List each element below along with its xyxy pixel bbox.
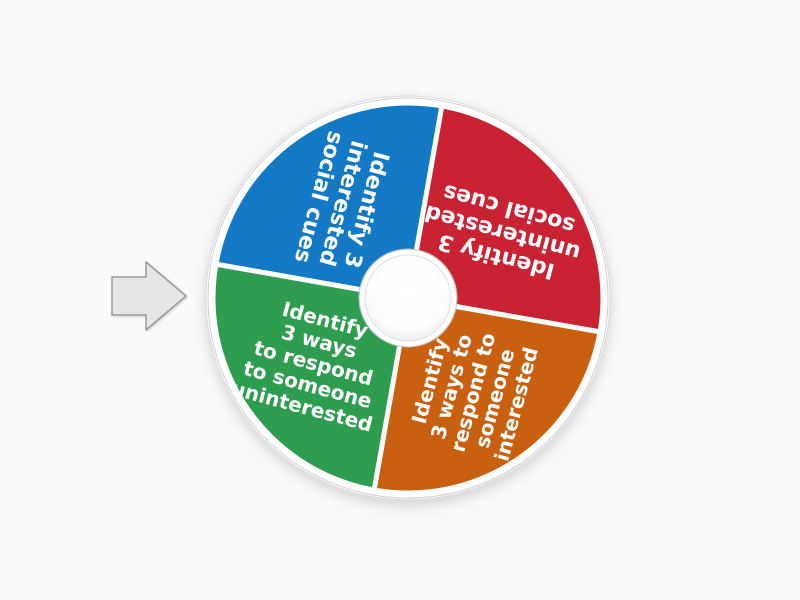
wheel-inner-ring (208, 98, 608, 498)
wheel-segment-green[interactable] (214, 264, 408, 489)
spin-pointer[interactable] (111, 261, 187, 331)
wheel-inner-ring-edge (207, 97, 609, 499)
hub-face (364, 254, 452, 342)
wheel-segment-red[interactable] (408, 107, 602, 332)
wheel-segment-orange[interactable] (374, 298, 599, 492)
wheel-segments[interactable] (214, 104, 602, 492)
wheel-segment-blue[interactable] (217, 104, 442, 298)
pointer-arrow-icon[interactable] (111, 261, 187, 331)
wheel-hub[interactable] (358, 248, 458, 348)
hub-edge (358, 248, 458, 348)
